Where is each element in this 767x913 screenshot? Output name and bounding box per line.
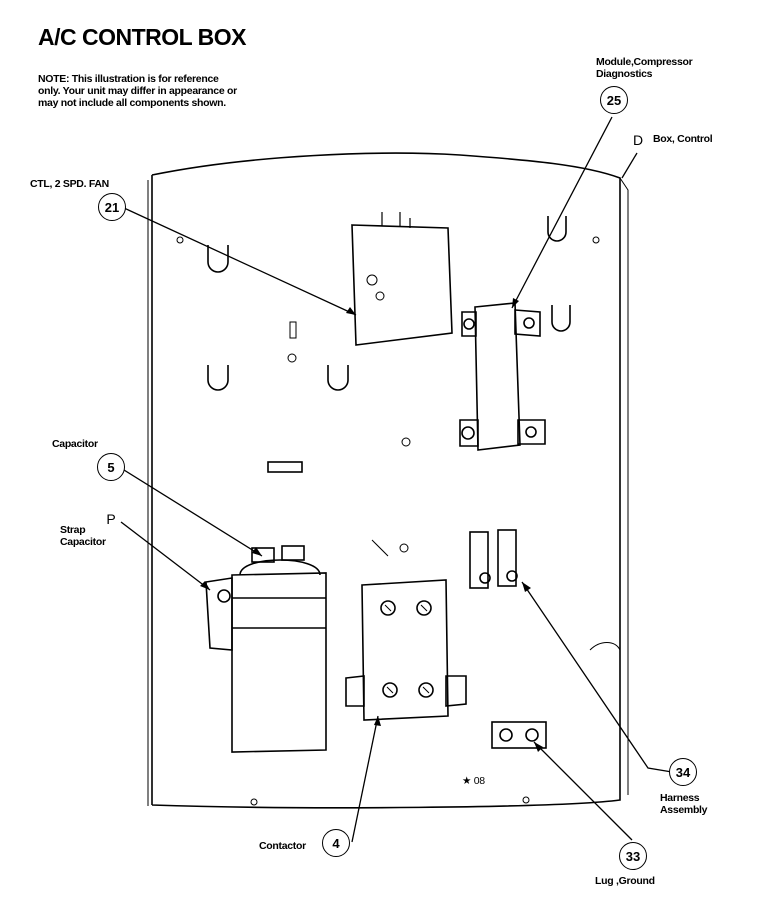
callout-d: D xyxy=(632,132,644,148)
reference-note: NOTE: This illustration is for reference… xyxy=(38,73,237,109)
callout-34: 34 xyxy=(669,758,697,786)
label-module-compressor: Module,Compressor Diagnostics xyxy=(596,56,693,80)
hook-5 xyxy=(327,365,349,391)
compressor-module xyxy=(474,302,521,451)
hook-2 xyxy=(547,216,567,242)
hook-1 xyxy=(207,245,229,273)
control-box-outline xyxy=(151,152,621,809)
label-harness-assembly: Harness Assembly xyxy=(660,792,708,816)
capacitor xyxy=(231,572,327,753)
label-box-control: Box, Control xyxy=(653,133,713,145)
ground-lug xyxy=(491,721,547,749)
callout-p: P xyxy=(106,511,116,527)
fan-control-board xyxy=(351,224,453,346)
label-capacitor: Capacitor xyxy=(52,438,98,450)
contactor xyxy=(361,579,449,721)
star-mark: ★ 08 xyxy=(462,775,485,787)
callout-4: 4 xyxy=(322,829,350,857)
callout-5: 5 xyxy=(97,453,125,481)
label-strap-capacitor: Strap Capacitor xyxy=(60,524,106,548)
hook-4 xyxy=(207,365,229,391)
capacitor-strap xyxy=(205,577,233,651)
label-lug-ground: Lug ,Ground xyxy=(595,875,655,887)
label-contactor: Contactor xyxy=(259,840,306,852)
label-ctl-fan: CTL, 2 SPD. FAN xyxy=(30,178,109,190)
hook-3 xyxy=(551,305,571,332)
page-title: A/C CONTROL BOX xyxy=(38,24,247,50)
callout-21: 21 xyxy=(98,193,126,221)
callout-25: 25 xyxy=(600,86,628,114)
callout-33: 33 xyxy=(619,842,647,870)
